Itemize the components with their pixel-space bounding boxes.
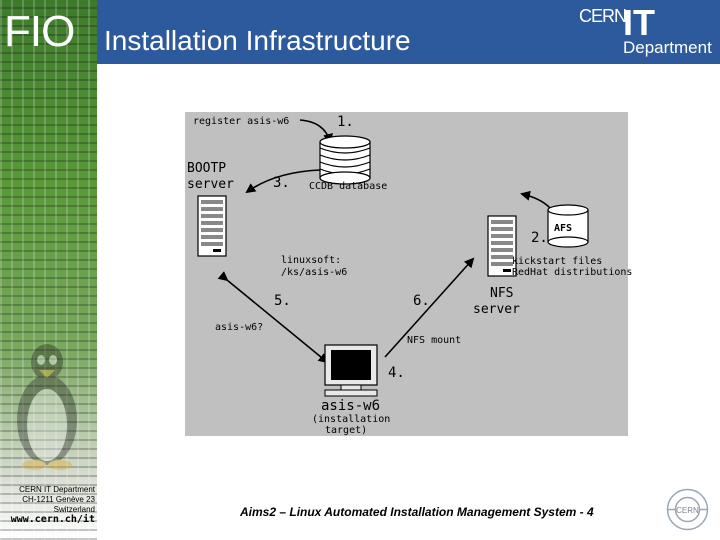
nfs-label-line2: server	[473, 302, 520, 317]
footer-caption: Aims2 – Linux Automated Installation Man…	[240, 505, 594, 519]
client-sub-label-line1: (installation	[312, 414, 391, 425]
footer-address-line3: Switzerland	[53, 505, 95, 514]
register-label: register asis-w6	[193, 116, 290, 127]
ccdb-database-icon	[319, 135, 371, 185]
logo-cern-text: CERN	[579, 6, 627, 26]
logo-it-text: IT	[623, 2, 655, 43]
arrow-ccdb-to-bootp	[245, 169, 321, 194]
arrow-bootp-client	[217, 271, 329, 364]
footer-url-link[interactable]: www.cern.ch/it	[10, 514, 95, 525]
cern-it-logo: CERN IT Department	[579, 2, 714, 58]
step-1-label: 1.	[337, 114, 354, 130]
tux-penguin-icon	[17, 344, 77, 470]
arrow-client-to-nfs	[384, 257, 475, 358]
kickstart-label-line2: RedHat distributions	[512, 267, 633, 278]
client-monitor-icon	[324, 344, 378, 397]
step-5-label: 5.	[274, 293, 291, 309]
footer-address-line2: CH-1211 Genève 23	[22, 495, 95, 504]
bootp-label-line1: BOOTP	[187, 161, 227, 176]
cern-seal-icon: CERN	[666, 488, 709, 531]
ccdb-label: CCDB database	[309, 181, 388, 192]
fio-logo: FIO	[4, 7, 75, 56]
kickstart-label-line1: kickstart files	[512, 256, 603, 267]
nfs-mount-label: NFS mount	[407, 335, 462, 346]
header-bar: Installation Infrastructure CERN IT Depa…	[97, 0, 720, 64]
nfs-server-icon	[487, 215, 517, 277]
afs-storage-icon	[547, 204, 589, 248]
sidebar: FIO CERN IT Department CH-1211 Genève 23…	[0, 0, 97, 540]
step-6-label: 6.	[413, 293, 430, 309]
footer-address: CERN IT Department CH-1211 Genève 23 Swi…	[0, 485, 95, 525]
client-name-label: asis-w6	[321, 398, 381, 414]
step-3-label: 3.	[273, 175, 290, 191]
afs-label: AFS	[554, 223, 573, 234]
step-2-label: 2.	[531, 230, 548, 246]
svg-text:CERN: CERN	[676, 506, 699, 515]
diagram-graphics	[197, 119, 589, 397]
bootp-label-line2: server	[187, 177, 234, 192]
linuxsoft-label-line2: /ks/asis-w6	[281, 267, 348, 278]
installation-diagram: register asis-w6 1. BOOTP server 3. CCDB…	[185, 112, 632, 436]
step-4-label: 4.	[388, 365, 405, 381]
footer-address-line1: CERN IT Department	[19, 485, 95, 494]
nfs-label-line1: NFS	[490, 286, 514, 301]
logo-department-text: Department	[623, 38, 712, 57]
slide-title: Installation Infrastructure	[104, 25, 411, 56]
linuxsoft-label-line1: linuxsoft:	[281, 255, 342, 266]
query-label: asis-w6?	[215, 322, 264, 333]
bootp-server-icon	[197, 195, 227, 257]
client-sub-label-line2: target)	[325, 425, 368, 436]
